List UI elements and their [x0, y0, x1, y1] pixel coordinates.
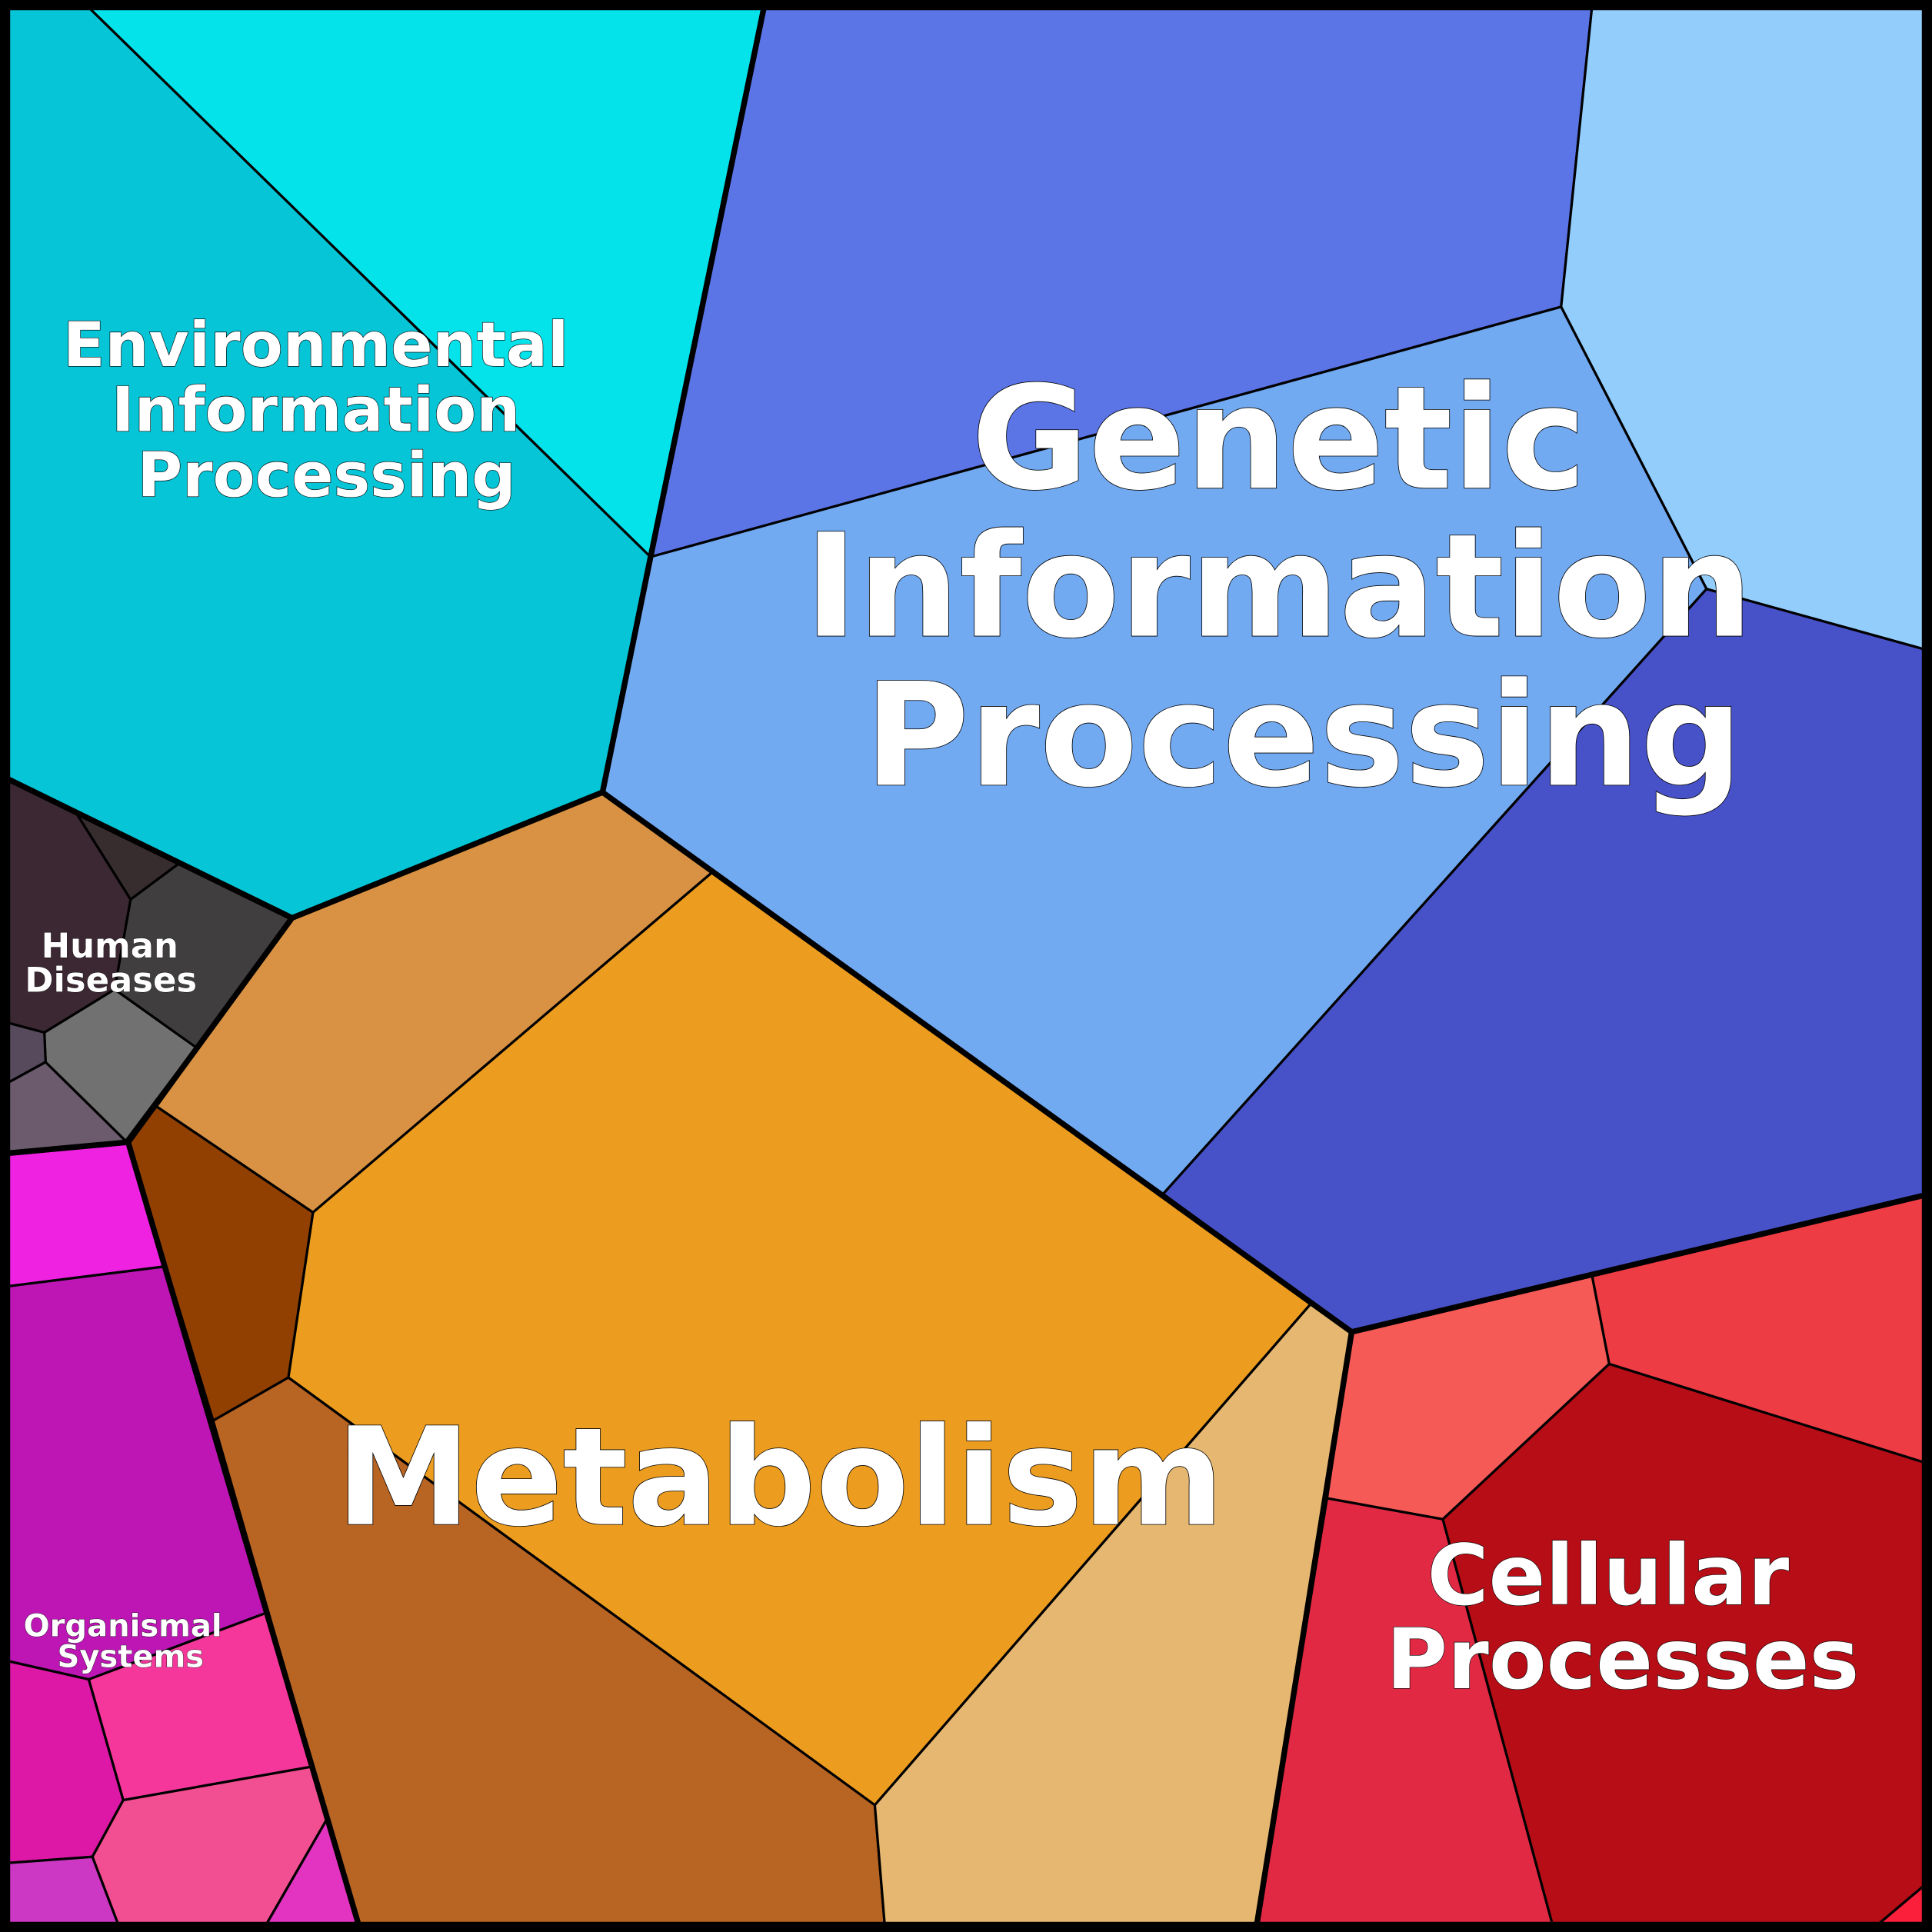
label-cellular: Cellular Processes: [1386, 1527, 1859, 1708]
group-genetic: [601, 6, 1926, 1334]
label-organismal: Organismal Systems: [24, 1609, 233, 1675]
label-genetic: Genetic Information Processing: [804, 355, 1803, 818]
label-metabolism: Metabolism: [336, 1398, 1224, 1557]
labels: Environmental Information Processing Gen…: [23, 308, 1860, 1708]
group-organismal: [6, 1141, 360, 1926]
group-human-diseases: [6, 777, 294, 1155]
group-metabolism: [127, 791, 1354, 1926]
group-cellular: [1255, 1194, 1926, 1926]
label-environmental: Environmental Information Processing: [63, 309, 590, 511]
label-human-diseases: Human Diseases: [25, 925, 197, 1001]
